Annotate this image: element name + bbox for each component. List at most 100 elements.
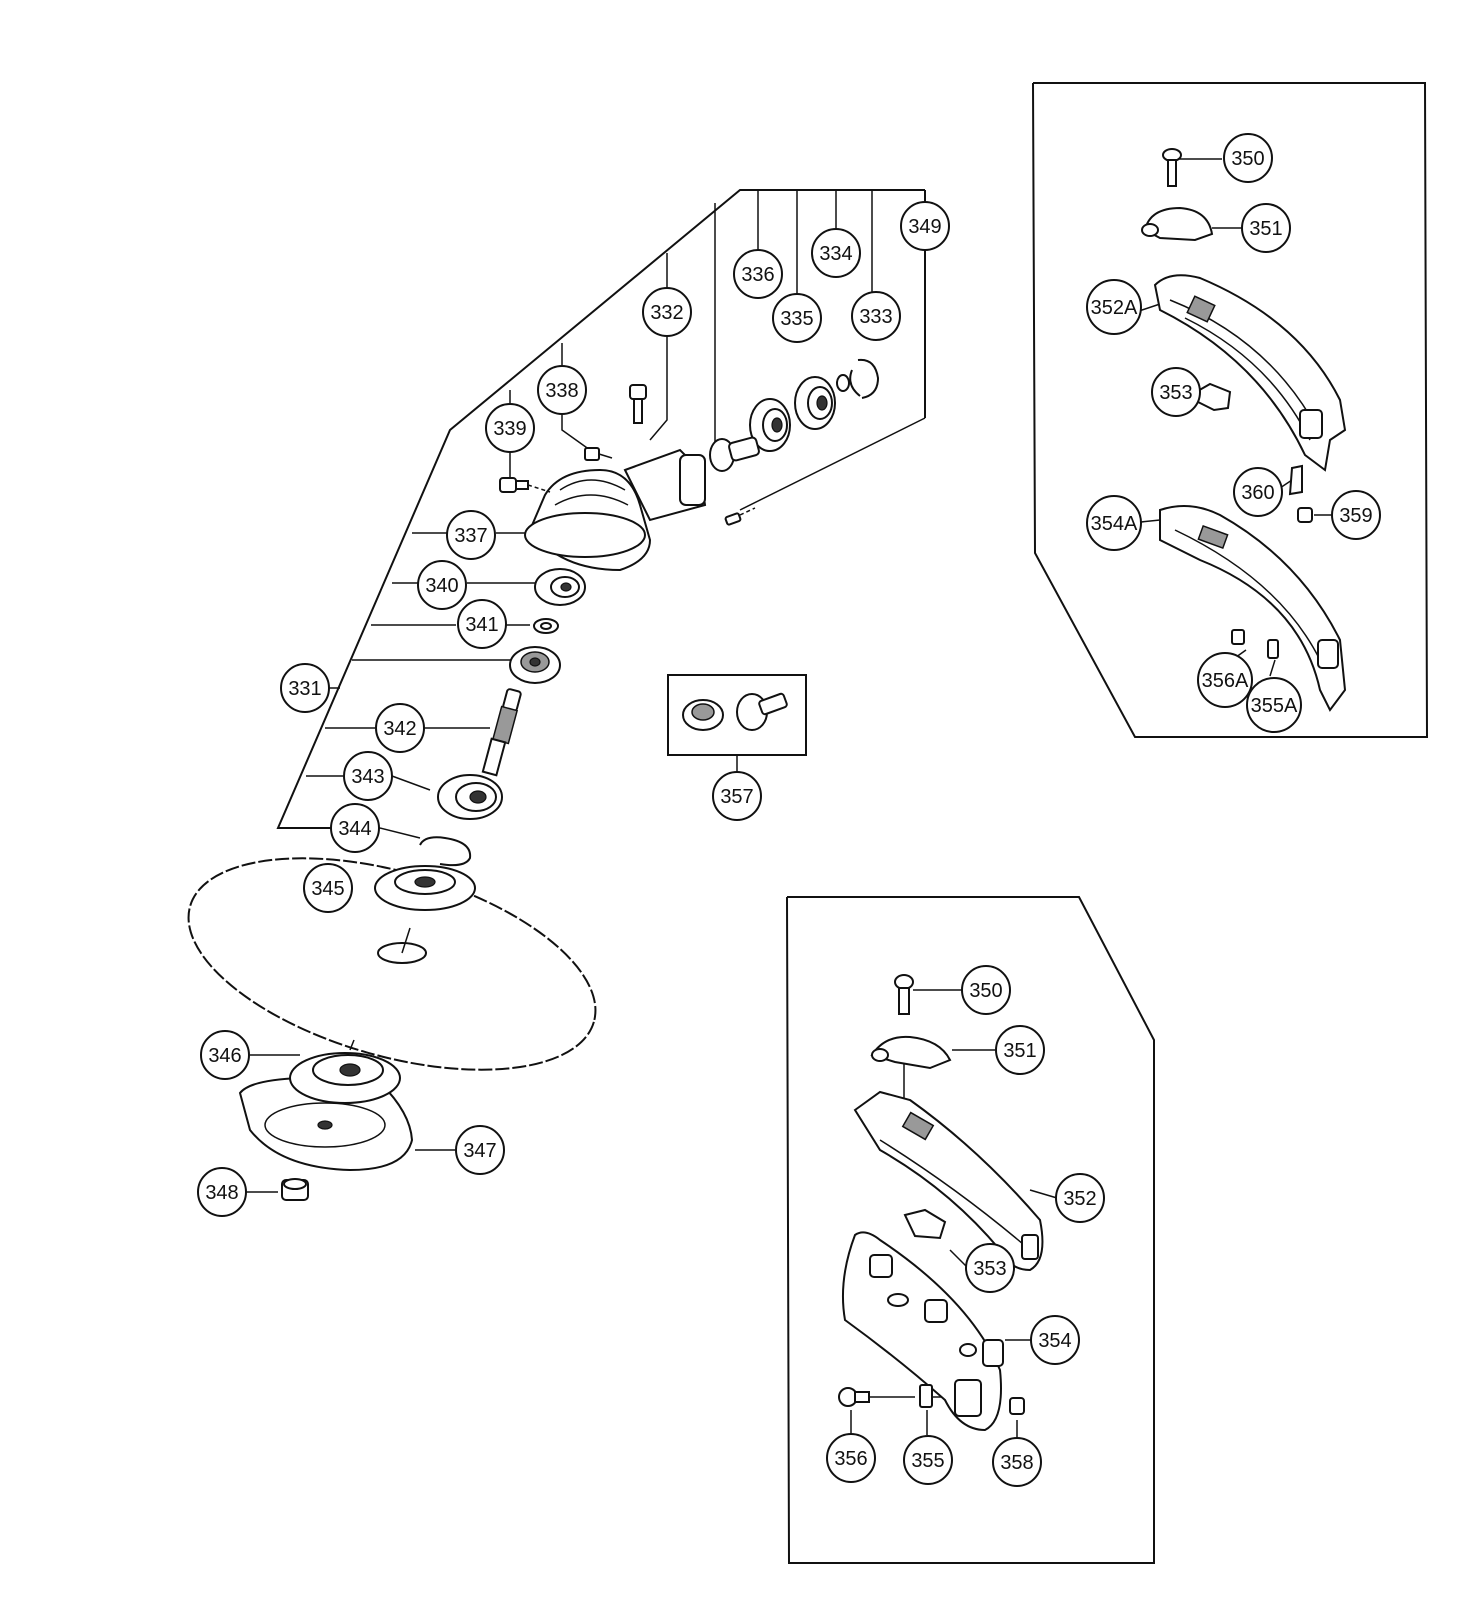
callout-number: 332 (650, 302, 683, 324)
callout-circle (200, 1030, 250, 1080)
shaft-341-shape (481, 688, 522, 777)
flange-345-shape (289, 1039, 401, 1104)
screw-338-shape (584, 447, 613, 461)
callout-342: 342 (375, 703, 425, 753)
callout-number: 334 (819, 243, 852, 265)
callout-number: 346 (208, 1045, 241, 1067)
callout-350: 350 (961, 965, 1011, 1015)
callout-335: 335 (772, 293, 822, 343)
callout-circle (642, 287, 692, 337)
callout-circle (1246, 677, 1302, 733)
callout-number: 335 (780, 308, 813, 330)
pinion-gear-shape (709, 436, 760, 472)
callout-352: 352 (1055, 1173, 1105, 1223)
callout-number: 358 (1000, 1452, 1033, 1474)
callout-number: 353 (1159, 382, 1192, 404)
callout-349: 349 (900, 201, 950, 251)
box-a-nut-355a-shape (1267, 639, 1279, 659)
callout-circle (1331, 490, 1381, 540)
callout-number: 349 (908, 216, 941, 238)
callout-356: 356 (826, 1433, 876, 1483)
callout-number: 344 (338, 818, 371, 840)
box-b-clamp-shape (870, 1035, 952, 1070)
callout-number: 350 (1231, 148, 1264, 170)
kit-357-box (667, 674, 807, 775)
callout-343: 343 (343, 751, 393, 801)
callout-number: 354A (1091, 513, 1138, 535)
box-b-screw-shape (894, 974, 914, 1015)
callout-348: 348 (197, 1167, 247, 1217)
callout-circle (303, 863, 353, 913)
callout-number: 359 (1339, 505, 1372, 527)
box-b-nut-358-shape (1009, 1397, 1025, 1415)
kit-bevel-gear-shape (682, 699, 724, 731)
callout-number: 360 (1241, 482, 1274, 504)
callout-number: 352 (1063, 1188, 1096, 1210)
callout-circle (826, 1433, 876, 1483)
callout-circle (330, 803, 380, 853)
callout-355a: 355A (1246, 677, 1302, 733)
box-a-guard-bottom-shape (1159, 505, 1347, 712)
callout-circle (712, 771, 762, 821)
screw-339-shape (499, 477, 551, 493)
box-a-guard-top-shape (1153, 274, 1347, 472)
callout-circle (903, 1435, 953, 1485)
gear-case-337-shape (524, 448, 707, 572)
callout-353: 353 (965, 1243, 1015, 1293)
callout-circle (197, 1167, 247, 1217)
callout-345: 345 (303, 863, 353, 913)
callout-number: 355A (1251, 695, 1298, 717)
callout-number: 345 (311, 878, 344, 900)
callout-circle (1233, 467, 1283, 517)
callout-338: 338 (537, 365, 587, 415)
callout-number: 356 (834, 1448, 867, 1470)
callout-336: 336 (733, 249, 783, 299)
callout-337: 337 (446, 510, 496, 560)
bearing-336-shape (749, 398, 791, 452)
callout-354: 354 (1030, 1315, 1080, 1365)
callout-number: 350 (969, 980, 1002, 1002)
callout-number: 351 (1249, 218, 1282, 240)
snap-ring-343-shape (419, 836, 472, 867)
callout-circle (1223, 133, 1273, 183)
callout-circle (280, 663, 330, 713)
callout-number: 337 (454, 525, 487, 547)
pin-348-shape (724, 507, 756, 526)
callout-circle (1086, 279, 1142, 335)
bevel-gear-shape (509, 646, 561, 684)
saw-blade (187, 857, 597, 1071)
callout-340: 340 (417, 560, 467, 610)
callout-359: 359 (1331, 490, 1381, 540)
callout-circle (417, 560, 467, 610)
callout-circle (1151, 367, 1201, 417)
callout-circle (1030, 1315, 1080, 1365)
box-b-guard-bottom-shape (841, 1231, 1004, 1432)
box-a-screw-shape (1162, 148, 1182, 187)
callout-circle (455, 1125, 505, 1175)
callout-circle (772, 293, 822, 343)
callout-355: 355 (903, 1435, 953, 1485)
flange-344-shape (374, 865, 476, 911)
callout-circle (995, 1025, 1045, 1075)
callout-circle (457, 599, 507, 649)
callout-number: 341 (465, 614, 498, 636)
callout-number: 353 (973, 1258, 1006, 1280)
box-b-guard-top-shape (853, 1090, 1044, 1272)
callout-351: 351 (995, 1025, 1045, 1075)
box-b-clip-353-shape (903, 1208, 947, 1240)
box-a-bracket-360-shape (1288, 464, 1303, 496)
callout-358: 358 (992, 1437, 1042, 1487)
bearing-340-shape (534, 568, 586, 606)
callout-number: 352A (1091, 297, 1138, 319)
bearing-335-shape (794, 376, 836, 430)
callout-346: 346 (200, 1030, 250, 1080)
callout-number: 356A (1202, 670, 1249, 692)
gear-case-assembly (419, 358, 880, 867)
callout-353: 353 (1151, 367, 1201, 417)
callout-circle (375, 703, 425, 753)
callout-circle (1055, 1173, 1105, 1223)
guard-box-b (786, 896, 1155, 1564)
nut-347-shape (281, 1178, 309, 1201)
